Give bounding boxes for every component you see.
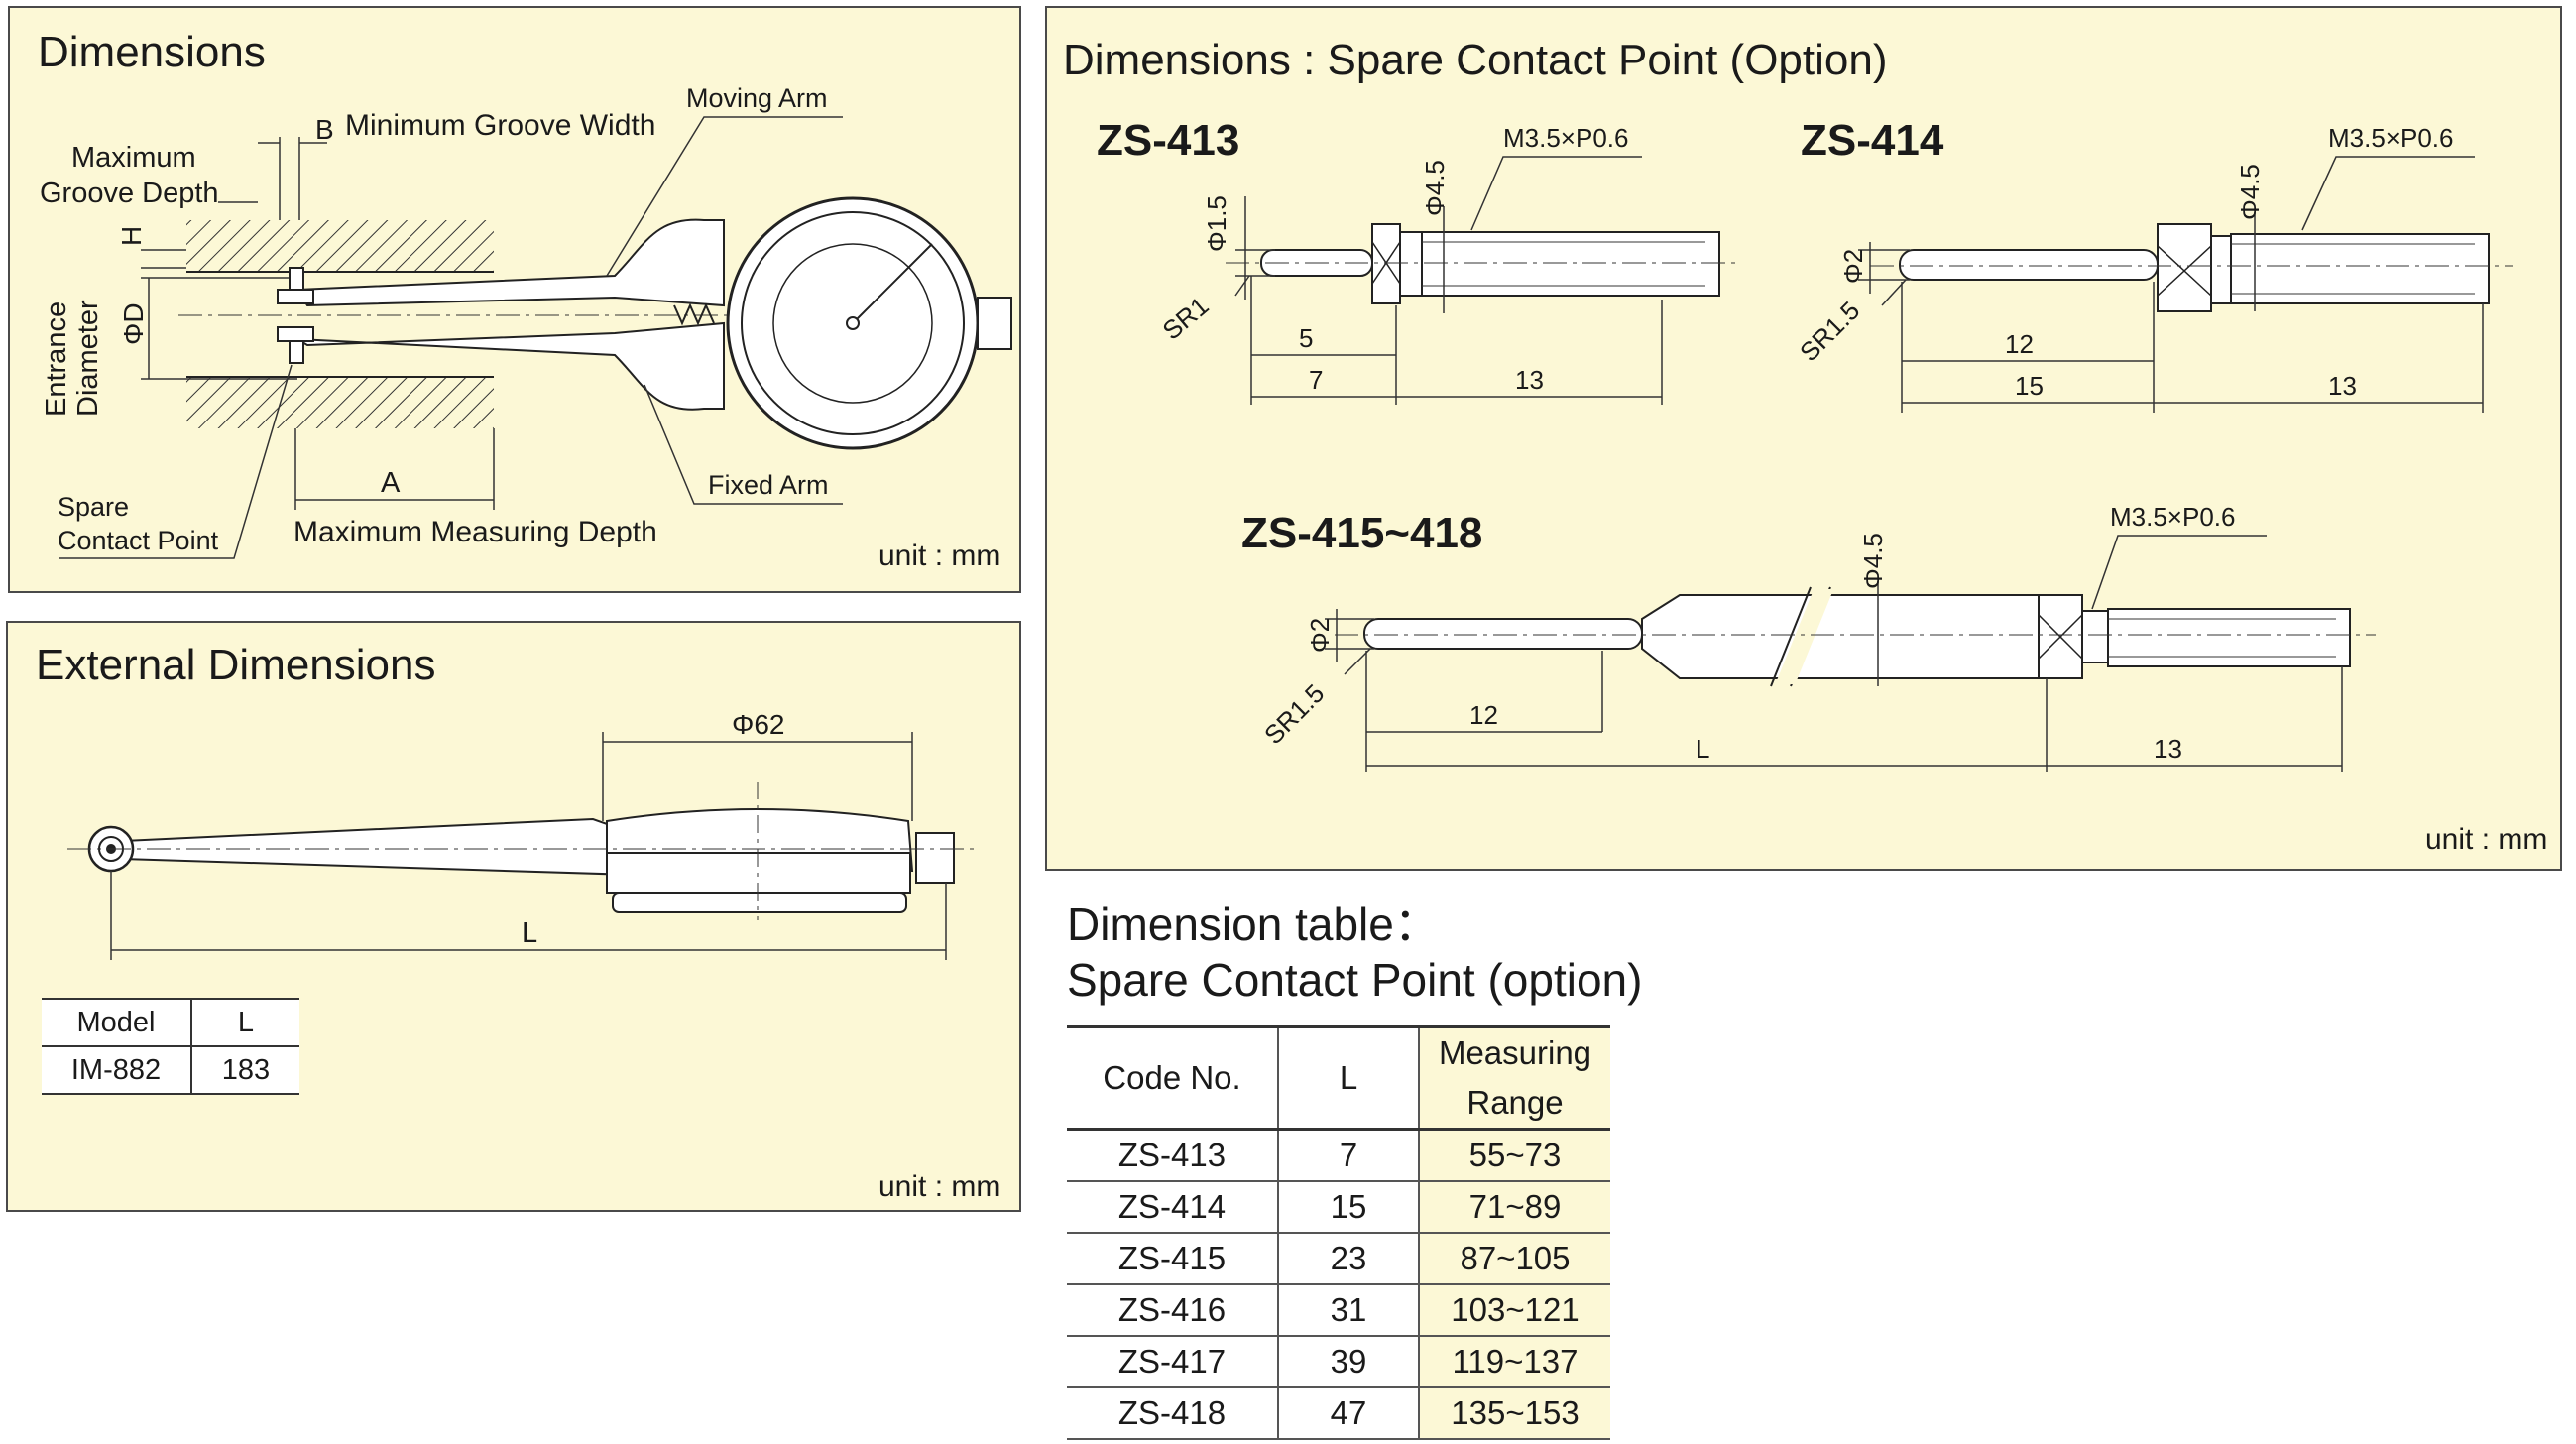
table-row: ZS-417 39 119~137 [1067,1336,1610,1388]
l-col-header: L [1278,1025,1420,1131]
zs415-d13: 13 [2154,734,2182,764]
label-h: H [116,226,147,246]
table-row: ZS-415 23 87~105 [1067,1233,1610,1285]
zs415-phi45: Φ4.5 [1858,533,1888,589]
label-fixed-arm: Fixed Arm [708,470,829,500]
label-max-depth: Maximum Measuring Depth [293,516,657,548]
zs414-sr: SR1.5 [1794,296,1865,367]
label-entrance-1: Entrance [41,301,72,417]
code-header: Code No. [1067,1025,1279,1131]
label-phi62: Φ62 [732,709,784,740]
zs413-thread: M3.5×P0.6 [1503,123,1628,153]
dimensions-unit: unit : mm [878,540,1001,572]
zs414-phi45: Φ4.5 [2235,164,2265,220]
spare-contact-unit: unit : mm [2425,823,2548,856]
zs415-name: ZS-415~418 [1241,509,1482,557]
label-phi-d: ΦD [118,302,149,345]
zs413-phi45: Φ4.5 [1420,160,1450,216]
label-spare-1: Spare [58,492,129,522]
zs414-d13: 13 [2328,371,2357,401]
external-arm [122,817,634,877]
zs415-dl: L [1696,734,1709,764]
label-min-groove: Minimum Groove Width [345,109,655,142]
zs413-sr: SR1 [1157,291,1215,345]
zs415-sr: SR1.5 [1258,678,1330,750]
table-row: ZS-413 7 55~73 [1067,1129,1610,1182]
zs414-thread: M3.5×P0.6 [2328,123,2453,153]
fixed-arm [296,321,725,411]
caliper-diagram: B Minimum Groove Width Moving Arm Maximu… [40,83,1012,559]
zs414-d15: 15 [2015,371,2044,401]
external-dimensions-panel: External Dimensions Φ62 L Model L [6,621,1021,1212]
label-max-groove-1: Maximum [71,142,196,174]
label-max-groove-2: Groove Depth [40,178,219,209]
table-row: ZS-414 15 71~89 [1067,1181,1610,1234]
table-row: IM-882 183 [42,1046,299,1095]
zs413-name: ZS-413 [1097,116,1239,165]
zs414-name: ZS-414 [1801,116,1944,165]
external-dimensions-title: External Dimensions [36,641,436,689]
zs415-d12: 12 [1469,700,1498,730]
external-unit: unit : mm [878,1170,1001,1203]
model-header: Model [42,998,192,1047]
table-row: ZS-416 31 103~121 [1067,1284,1610,1337]
zs415-phi2: Φ2 [1305,618,1335,653]
zs414-d12: 12 [2005,329,2034,359]
external-diagram: Φ62 L [67,709,980,960]
dimensions-panel: Dimensions [8,6,1021,593]
zs414-phi2: Φ2 [1838,249,1868,284]
label-moving-arm: Moving Arm [686,83,828,113]
label-spare-2: Contact Point [58,526,219,555]
zs413-d5: 5 [1299,323,1313,353]
zs415-thread: M3.5×P0.6 [2110,502,2235,532]
table-row: ZS-418 47 135~153 [1067,1387,1610,1440]
zs413-part [1226,223,1741,304]
l-header: L [191,998,299,1047]
zs414-part [1870,223,2513,312]
zs413-d7: 7 [1309,365,1323,395]
upper-wall [186,220,494,272]
moving-arm [295,218,725,307]
dimensions-title: Dimensions [38,28,266,76]
label-a: A [381,467,401,499]
model-table: Model L IM-882 183 [42,998,299,1095]
zs413-phi15: Φ1.5 [1202,195,1231,252]
lower-wall [186,377,494,428]
spare-contact-diagram: ZS-413 M3.5×P0.6 Φ4.5 Φ1.5 SR1 5 7 13 [1097,116,2513,772]
zs415-part [1335,586,2376,687]
label-entrance-2: Diameter [72,300,104,417]
label-external-l: L [522,917,537,949]
dimtable-heading-1: Dimension table： [1067,899,1440,950]
spare-contact-title: Dimensions : Spare Contact Point (Option… [1063,36,1888,84]
zs413-d13: 13 [1515,365,1544,395]
range-header: Measuring Range [1419,1025,1610,1131]
dimension-table: Code No. L Measuring Range ZS-413 7 55~7… [1067,1025,1610,1440]
label-b: B [315,114,334,145]
spare-contact-panel: Dimensions : Spare Contact Point (Option… [1045,6,2562,871]
dimtable-heading-2: Spare Contact Point (option) [1067,954,1643,1006]
